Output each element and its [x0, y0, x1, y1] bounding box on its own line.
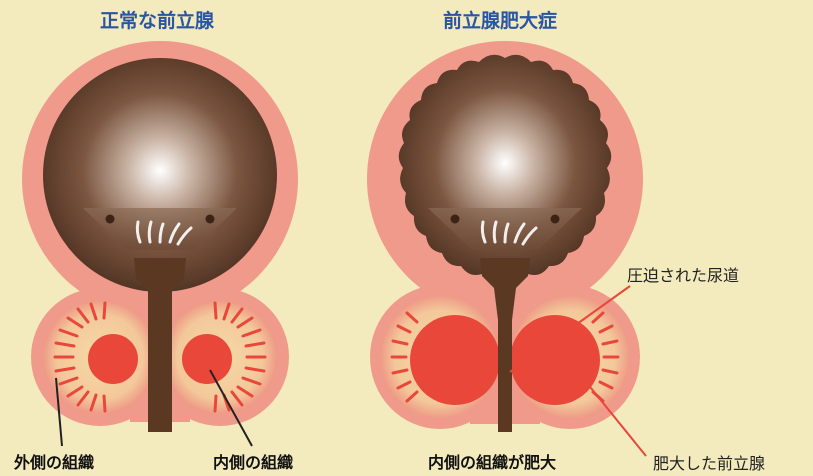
- label-inner-tissue: 内側の組織: [213, 449, 293, 473]
- inner-tissue-left: [88, 334, 138, 384]
- enlarged-prostate: [367, 41, 646, 456]
- label-enlarged-prostate: 肥大した前立腺: [653, 450, 765, 474]
- inner-tissue-left-enlarged: [410, 315, 500, 405]
- ureter-opening-left: [106, 215, 115, 224]
- label-outer-tissue: 外側の組織: [14, 449, 94, 473]
- ureter-opening-right: [206, 215, 215, 224]
- title-enlarged: 前立腺肥大症: [443, 6, 557, 33]
- inner-tissue-right-enlarged: [510, 315, 600, 405]
- label-inner-enlarged: 内側の組織が肥大: [428, 449, 556, 473]
- inner-tissue-right: [182, 334, 232, 384]
- label-compressed-urethra: 圧迫された尿道: [627, 262, 739, 286]
- bladder: [43, 58, 277, 292]
- normal-prostate: [22, 41, 298, 446]
- title-normal: 正常な前立腺: [100, 6, 214, 33]
